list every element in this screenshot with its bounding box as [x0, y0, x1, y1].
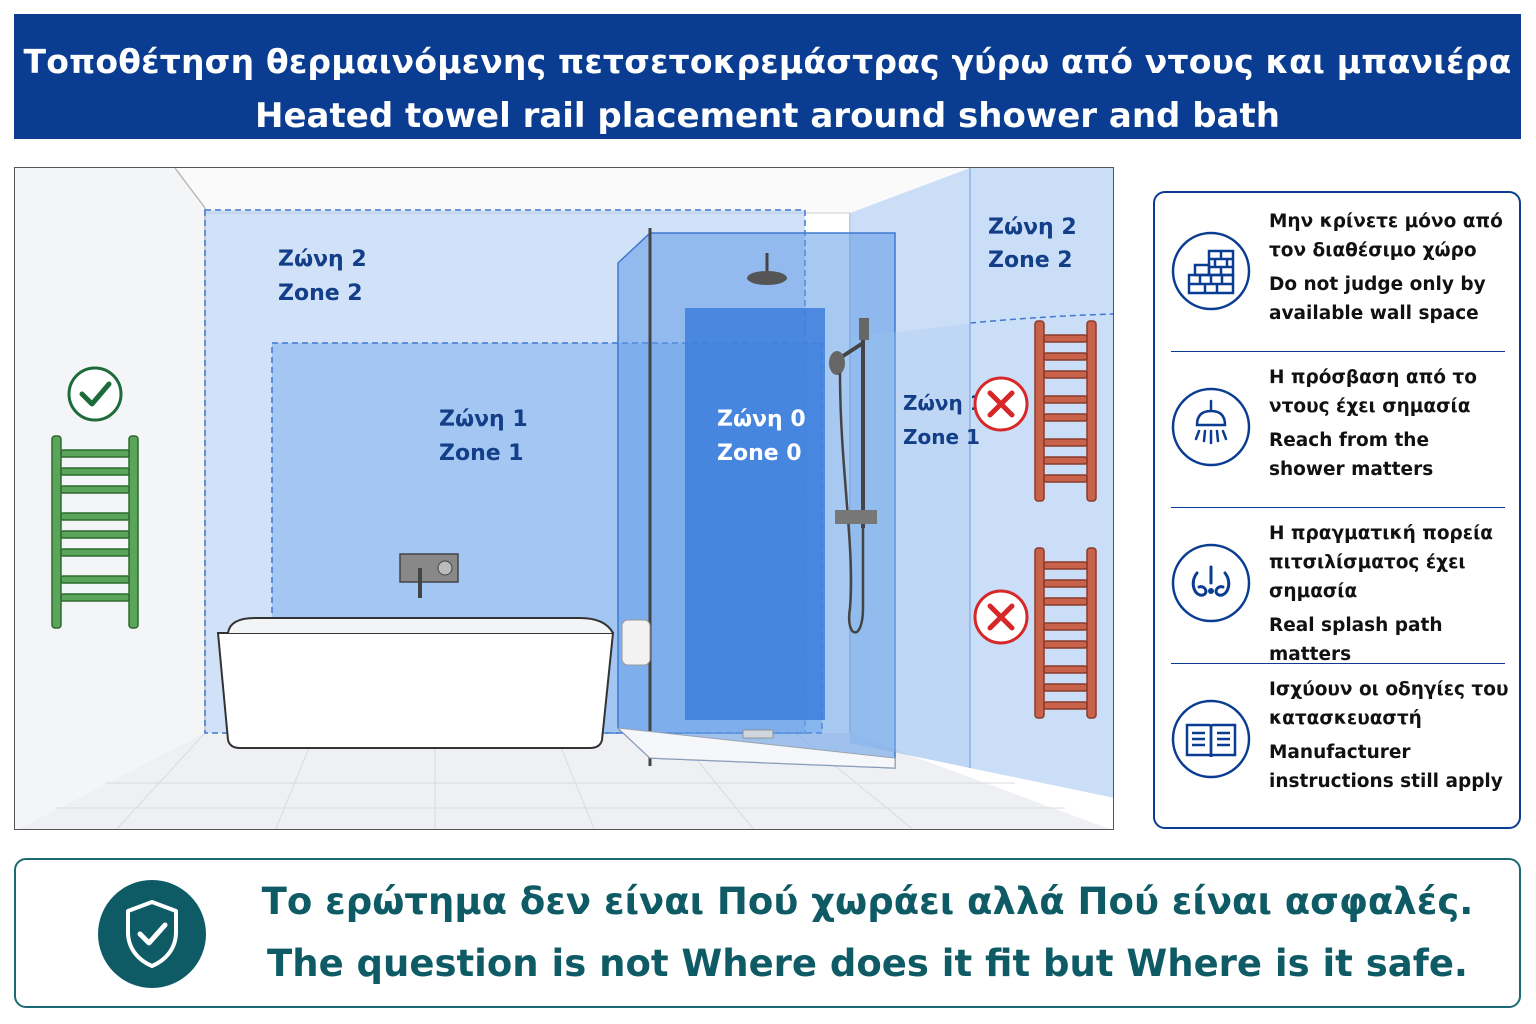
unsafe-towel-rail-lower [1034, 547, 1097, 719]
splash-icon [1171, 543, 1251, 623]
bathtub [216, 617, 615, 749]
key-message-english: The question is not Where does it fit bu… [267, 942, 1468, 985]
open-book-icon [1171, 699, 1251, 779]
tip-splash-path-text-en: Real splash path matters [1269, 615, 1443, 665]
zone-2-right-area [850, 168, 1113, 798]
safe-towel-rail [51, 435, 139, 629]
cross-icon [973, 376, 1029, 432]
key-message-box: Το ερώτημα δεν είναι Πού χωράει αλλά Πού… [14, 858, 1521, 1008]
zone-2-left-label-en: Zone 2 [278, 281, 363, 306]
tip-manufacturer-text-gr: Ισχύουν οι οδηγίες του κατασκευαστή [1269, 679, 1509, 729]
check-icon [67, 366, 123, 422]
divider [1171, 351, 1505, 352]
title-banner: Τοποθέτηση θερμαινόμενης πετσετοκρεμάστρ… [14, 14, 1521, 139]
zone-2-right-label-gr: Ζώνη 2 [988, 215, 1077, 240]
divider [1171, 507, 1505, 508]
left-wall [15, 168, 205, 829]
tip-manufacturer-text-en: Manufacturer instructions still apply [1269, 742, 1503, 792]
cross-icon [973, 589, 1029, 645]
tip-splash-path: Η πραγματική πορεία πιτσιλίσματος έχει σ… [1155, 505, 1519, 665]
rain-shower-head [747, 253, 787, 285]
tip-wall-space: Μην κρίνετε μόνο από τον διαθέσιμο χώρο … [1155, 193, 1519, 348]
zone-1-right-label-gr: Ζώνη 1 [903, 391, 984, 415]
shower-head-icon [1171, 387, 1251, 467]
zone-1-right-label-en: Zone 1 [903, 425, 980, 449]
zone-2-left-label-gr: Ζώνη 2 [278, 247, 367, 272]
tip-splash-path-text-gr: Η πραγματική πορεία πιτσιλίσματος έχει σ… [1269, 523, 1494, 602]
bathroom-illustration: Ζώνη 2 Zone 2 Ζώνη 1 Zone 1 Ζώνη 0 Zone … [14, 167, 1114, 830]
unsafe-towel-rail-upper [1034, 320, 1097, 502]
tip-shower-reach-text-en: Reach from the shower matters [1269, 430, 1434, 480]
divider [1171, 663, 1505, 664]
key-message-greek: Το ερώτημα δεν είναι Πού χωράει αλλά Πού… [261, 880, 1474, 923]
zone-0-area [685, 308, 825, 720]
tip-shower-reach-text-gr: Η πρόσβαση από το ντους έχει σημασία [1269, 367, 1477, 417]
handheld-shower [829, 318, 877, 634]
zone-2-right-label-en: Zone 2 [988, 248, 1073, 273]
zone-1-label-gr: Ζώνη 1 [439, 407, 528, 432]
zone-1-label-en: Zone 1 [439, 441, 524, 466]
brick-wall-icon [1171, 231, 1251, 311]
title-english: Heated towel rail placement around showe… [255, 96, 1280, 136]
tip-wall-space-text-en: Do not judge only by available wall spac… [1269, 274, 1486, 324]
tip-shower-reach: Η πρόσβαση από το ντους έχει σημασία Rea… [1155, 349, 1519, 504]
zone-0-label-en: Zone 0 [717, 441, 802, 466]
shield-check-icon [98, 880, 206, 988]
tip-wall-space-text-gr: Μην κρίνετε μόνο από τον διαθέσιμο χώρο [1269, 211, 1503, 261]
title-greek: Τοποθέτηση θερμαινόμενης πετσετοκρεμάστρ… [23, 42, 1512, 81]
guidance-panel: Μην κρίνετε μόνο από τον διαθέσιμο χώρο … [1153, 191, 1521, 829]
zone-0-label-gr: Ζώνη 0 [717, 407, 806, 432]
tip-manufacturer: Ισχύουν οι οδηγίες του κατασκευαστή Manu… [1155, 661, 1519, 816]
bath-tap [399, 553, 459, 598]
